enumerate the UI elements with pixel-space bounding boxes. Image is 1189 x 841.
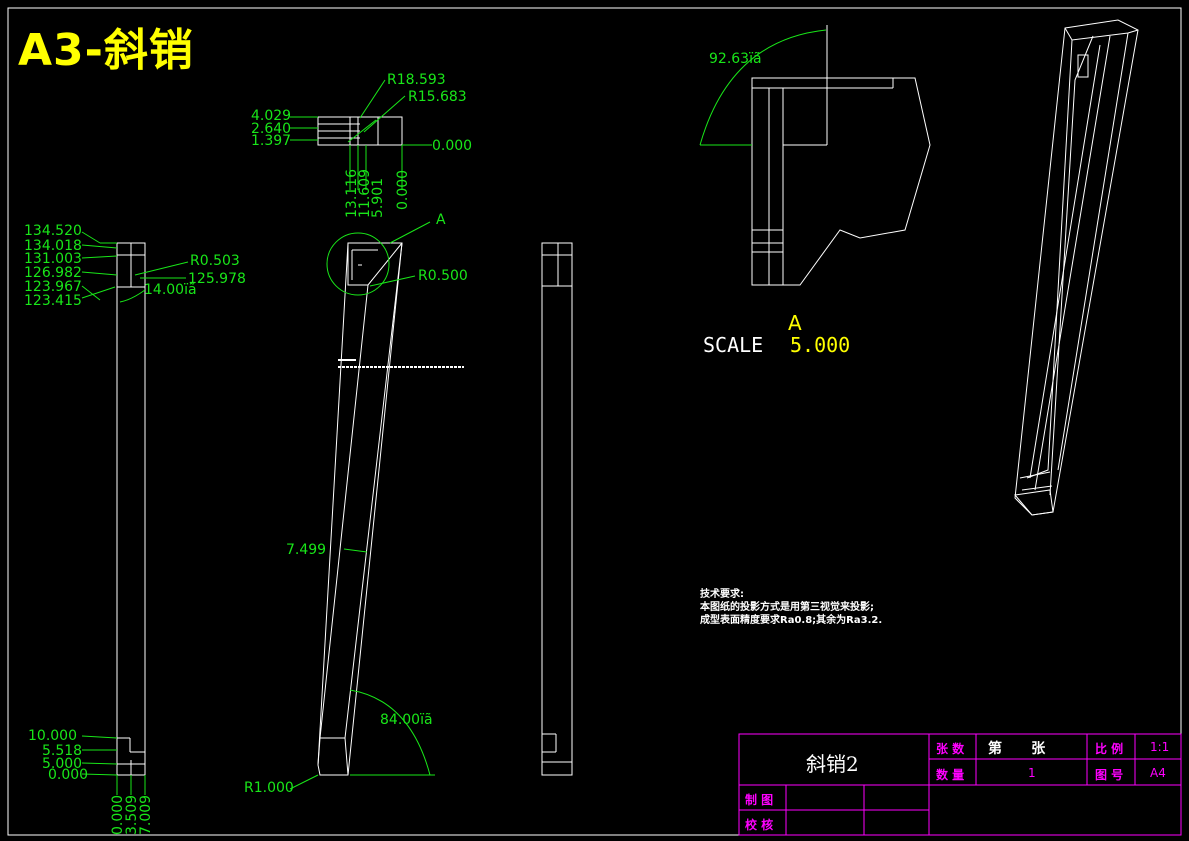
- scale-label-tb: 比 例: [1095, 742, 1124, 756]
- radius-r0-503: R0.503: [190, 253, 240, 269]
- tdim-11-609: 11.609: [357, 169, 373, 218]
- dim-125-978: 125.978: [188, 271, 246, 287]
- sheet-border: [7, 7, 1182, 836]
- left-side-view: [116, 242, 146, 776]
- technical-notes: 技术要求: 本图纸的投影方式是用第三视觉来投影; 成型表面精度要求Ra0.8;其…: [700, 588, 882, 627]
- tdim-2-640: 2.640: [251, 121, 291, 137]
- dim-10-000: 10.000: [28, 728, 77, 744]
- main-view-labels: A R0.500 7.499 84.00ïã R1.000: [244, 212, 468, 796]
- radius-r1-000: R1.000: [244, 780, 294, 796]
- detail-a-circle: [326, 232, 390, 296]
- notes-line-2: 成型表面精度要求Ra0.8;其余为Ra3.2.: [700, 615, 883, 626]
- dim-126-982: 126.982: [24, 265, 82, 281]
- angle-92-63: 92.63ïã: [709, 51, 762, 67]
- tdim-0-000: 0.000: [395, 170, 411, 210]
- top-section-view: [317, 116, 403, 146]
- drawing-no-value: A4: [1150, 766, 1166, 780]
- side-view: [541, 242, 573, 776]
- radius-r15-683: R15.683: [408, 89, 467, 105]
- xdim-0-000: 0.000: [110, 795, 126, 835]
- angle-84: 84.00ïã: [380, 712, 433, 728]
- scale-label: SCALE: [703, 333, 763, 357]
- tdim-5-901: 5.901: [370, 178, 386, 218]
- dim-0-000: 0.000: [48, 767, 88, 783]
- dim-134-520: 134.520: [24, 223, 82, 239]
- detail-a-view-label: A: [788, 311, 802, 335]
- tdim-4-029: 4.029: [251, 108, 291, 124]
- left-view-dimensions: [81, 231, 189, 795]
- tdim-right-0-000: 0.000: [432, 138, 472, 154]
- radius-r18-593: R18.593: [387, 72, 446, 88]
- scale-value: 5.000: [790, 333, 850, 357]
- width-7-499: 7.499: [286, 542, 326, 558]
- dim-5-000: 5.000: [42, 756, 82, 772]
- drawing-title: A3-斜销: [18, 25, 194, 76]
- xdim-3-509: 3.509: [124, 795, 140, 835]
- top-section-labels: R18.593 R15.683 4.029 2.640 1.397 0.000 …: [251, 72, 472, 218]
- tdim-13-116: 13.116: [344, 169, 360, 218]
- left-view-labels: 134.520 134.018 131.003 126.982 123.967 …: [24, 223, 246, 835]
- drawing-no-label: 图 号: [1095, 768, 1124, 782]
- dim-134-018: 134.018: [24, 238, 82, 254]
- qty-label: 数 量: [936, 768, 965, 782]
- title-block: [738, 733, 1182, 836]
- tdim-1-397: 1.397: [251, 133, 291, 149]
- sheets-label: 张 数: [936, 742, 965, 756]
- angle-14: 14.00ïã: [144, 282, 197, 298]
- detail-a-label: A: [436, 212, 446, 228]
- checked-label: 校 核: [745, 818, 774, 832]
- qty-value: 1: [1028, 766, 1036, 780]
- dim-131-003: 131.003: [24, 251, 82, 267]
- scale-value-tb: 1:1: [1150, 740, 1170, 754]
- xdim-7-009: 7.009: [138, 795, 154, 835]
- main-front-view: [317, 242, 403, 776]
- isometric-view: [1014, 19, 1139, 516]
- top-section-dimensions: [290, 79, 432, 190]
- detail-a-dimensions: [699, 29, 827, 146]
- detail-a-view: [751, 25, 931, 286]
- main-view-dimensions: [289, 221, 435, 790]
- notes-line-1: 本图纸的投影方式是用第三视觉来投影;: [700, 602, 874, 613]
- dim-123-415: 123.415: [24, 293, 82, 309]
- drawn-label: 制 图: [745, 793, 774, 807]
- detail-a-labels: 92.63ïã A SCALE 5.000: [703, 51, 850, 357]
- small-annotation-marks: [338, 359, 464, 368]
- sheet-text: 第 张: [988, 741, 1046, 757]
- dim-123-967: 123.967: [24, 279, 82, 295]
- dim-5-518: 5.518: [42, 743, 82, 759]
- notes-heading: 技术要求:: [700, 589, 744, 600]
- radius-r0-500: R0.500: [418, 268, 468, 284]
- part-name: 斜销2: [806, 752, 859, 776]
